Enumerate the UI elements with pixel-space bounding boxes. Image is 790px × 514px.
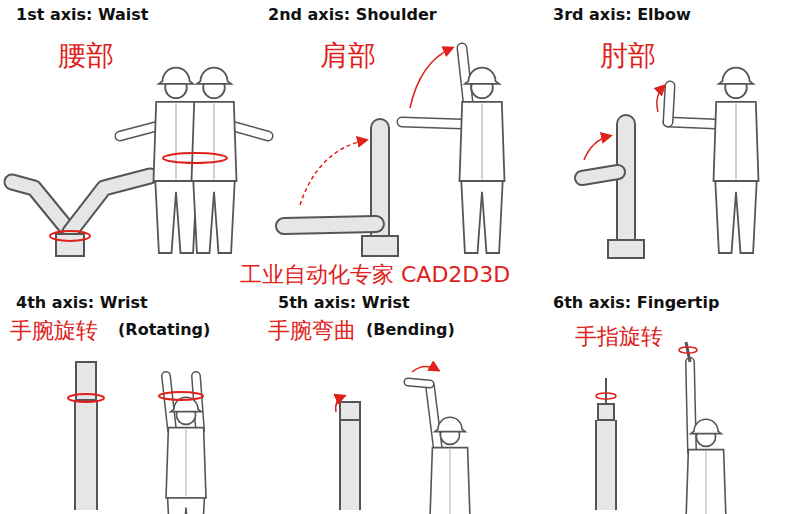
- axis-heading: 6th axis: Fingertip: [553, 294, 719, 312]
- watermark: 工业自动化专家 CAD2D3D: [240, 262, 510, 287]
- axis-subheading: (Bending): [366, 321, 455, 339]
- axis-heading: 4th axis: Wrist: [16, 294, 148, 312]
- axis-heading: 2nd axis: Shoulder: [268, 6, 437, 24]
- axis-heading: 3rd axis: Elbow: [553, 6, 691, 24]
- axis-name-cn: 手腕旋转: [10, 318, 98, 343]
- axis-subheading: (Rotating): [118, 321, 210, 339]
- axis-heading: 5th axis: Wrist: [278, 294, 410, 312]
- axis-name-cn: 腰部: [58, 40, 114, 72]
- axis-name-cn: 手腕弯曲: [268, 318, 356, 343]
- axis-name-cn: 肩部: [320, 40, 376, 72]
- axis-name-cn: 肘部: [600, 40, 656, 72]
- axis-heading: 1st axis: Waist: [16, 6, 149, 24]
- axis-name-cn: 手指旋转: [575, 324, 663, 349]
